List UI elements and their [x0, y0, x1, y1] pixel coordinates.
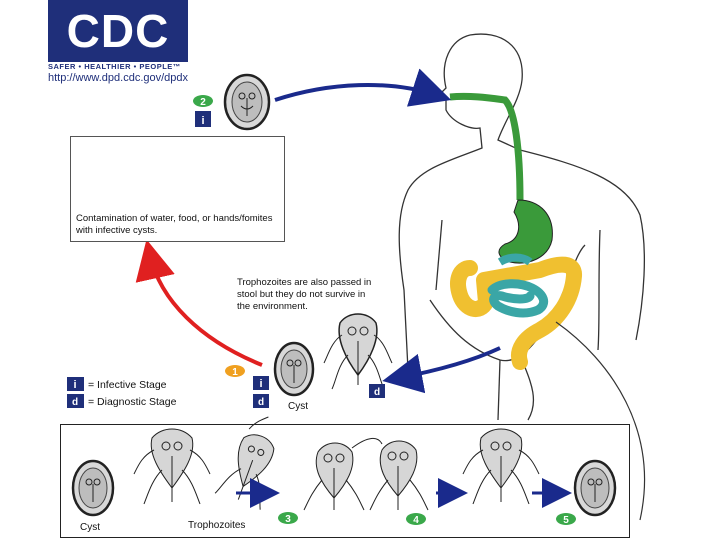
legend-diagnostic-label: = Diagnostic Stage — [88, 396, 177, 408]
contamination-panel — [70, 136, 285, 242]
stomach — [498, 199, 553, 264]
trophozoites-label-bottom: Trophozoites — [188, 520, 246, 531]
diagnostic-marker-tropho: d — [369, 384, 385, 398]
large-intestine — [450, 256, 582, 370]
cyst-label-bottom: Cyst — [80, 522, 100, 533]
esophagus — [449, 92, 524, 201]
contamination-caption: Contamination of water, food, or hands/f… — [76, 213, 273, 236]
svg-text:1: 1 — [232, 367, 238, 378]
svg-text:4: 4 — [413, 515, 419, 526]
cyst-label-mid: Cyst — [288, 401, 308, 412]
legend-diagnostic-icon: d — [67, 394, 84, 408]
bottom-cyst-left — [71, 459, 115, 517]
svg-text:2: 2 — [200, 97, 206, 108]
svg-text:i: i — [201, 115, 204, 127]
bottom-trophozoite-3 — [462, 428, 540, 505]
stage-1-badge: 1 — [225, 365, 245, 378]
cyst-stage1 — [273, 341, 315, 397]
stage-4-badge: 4 — [406, 513, 426, 526]
cyst-stage2 — [223, 73, 271, 131]
cdc-tagline: SAFER • HEALTHIER • PEOPLE™ — [48, 62, 181, 71]
bottom-trophozoite-2 — [214, 416, 275, 510]
stage-5-badge: 5 — [556, 513, 576, 526]
cdc-logo-text: CDC — [66, 5, 170, 57]
source-url: http://www.dpd.cdc.gov/dpdx — [48, 72, 189, 84]
diagnostic-marker-stage1: d — [253, 394, 269, 408]
bottom-trophozoite-pair — [303, 438, 429, 511]
infective-marker-stage2: i — [195, 111, 211, 127]
svg-text:d: d — [258, 397, 264, 408]
svg-text:d: d — [72, 397, 78, 408]
small-intestine — [487, 279, 549, 318]
svg-text:5: 5 — [563, 515, 569, 526]
legend-infective-icon: i — [67, 377, 84, 391]
svg-text:3: 3 — [285, 514, 291, 525]
svg-text:i: i — [259, 378, 262, 390]
arrow-to-mouth — [274, 68, 452, 107]
bottom-stages-panel — [60, 424, 630, 538]
cdc-logo — [48, 0, 188, 62]
arrow-to-stool — [382, 346, 501, 394]
legend-infective-label: = Infective Stage — [88, 379, 167, 391]
infective-marker-stage1: i — [253, 376, 269, 390]
stage-2-badge: 2 — [193, 95, 213, 108]
bottom-cyst-right — [573, 459, 617, 517]
stage-3-badge: 3 — [278, 512, 298, 525]
trophozoite-mid — [323, 313, 393, 390]
svg-text:d: d — [374, 387, 380, 398]
trophozoite-note: Trophozoites are also passed in stool bu… — [237, 277, 372, 312]
arrow-to-contamination — [135, 239, 263, 367]
bottom-trophozoite-1 — [133, 428, 211, 505]
svg-text:i: i — [73, 379, 76, 391]
